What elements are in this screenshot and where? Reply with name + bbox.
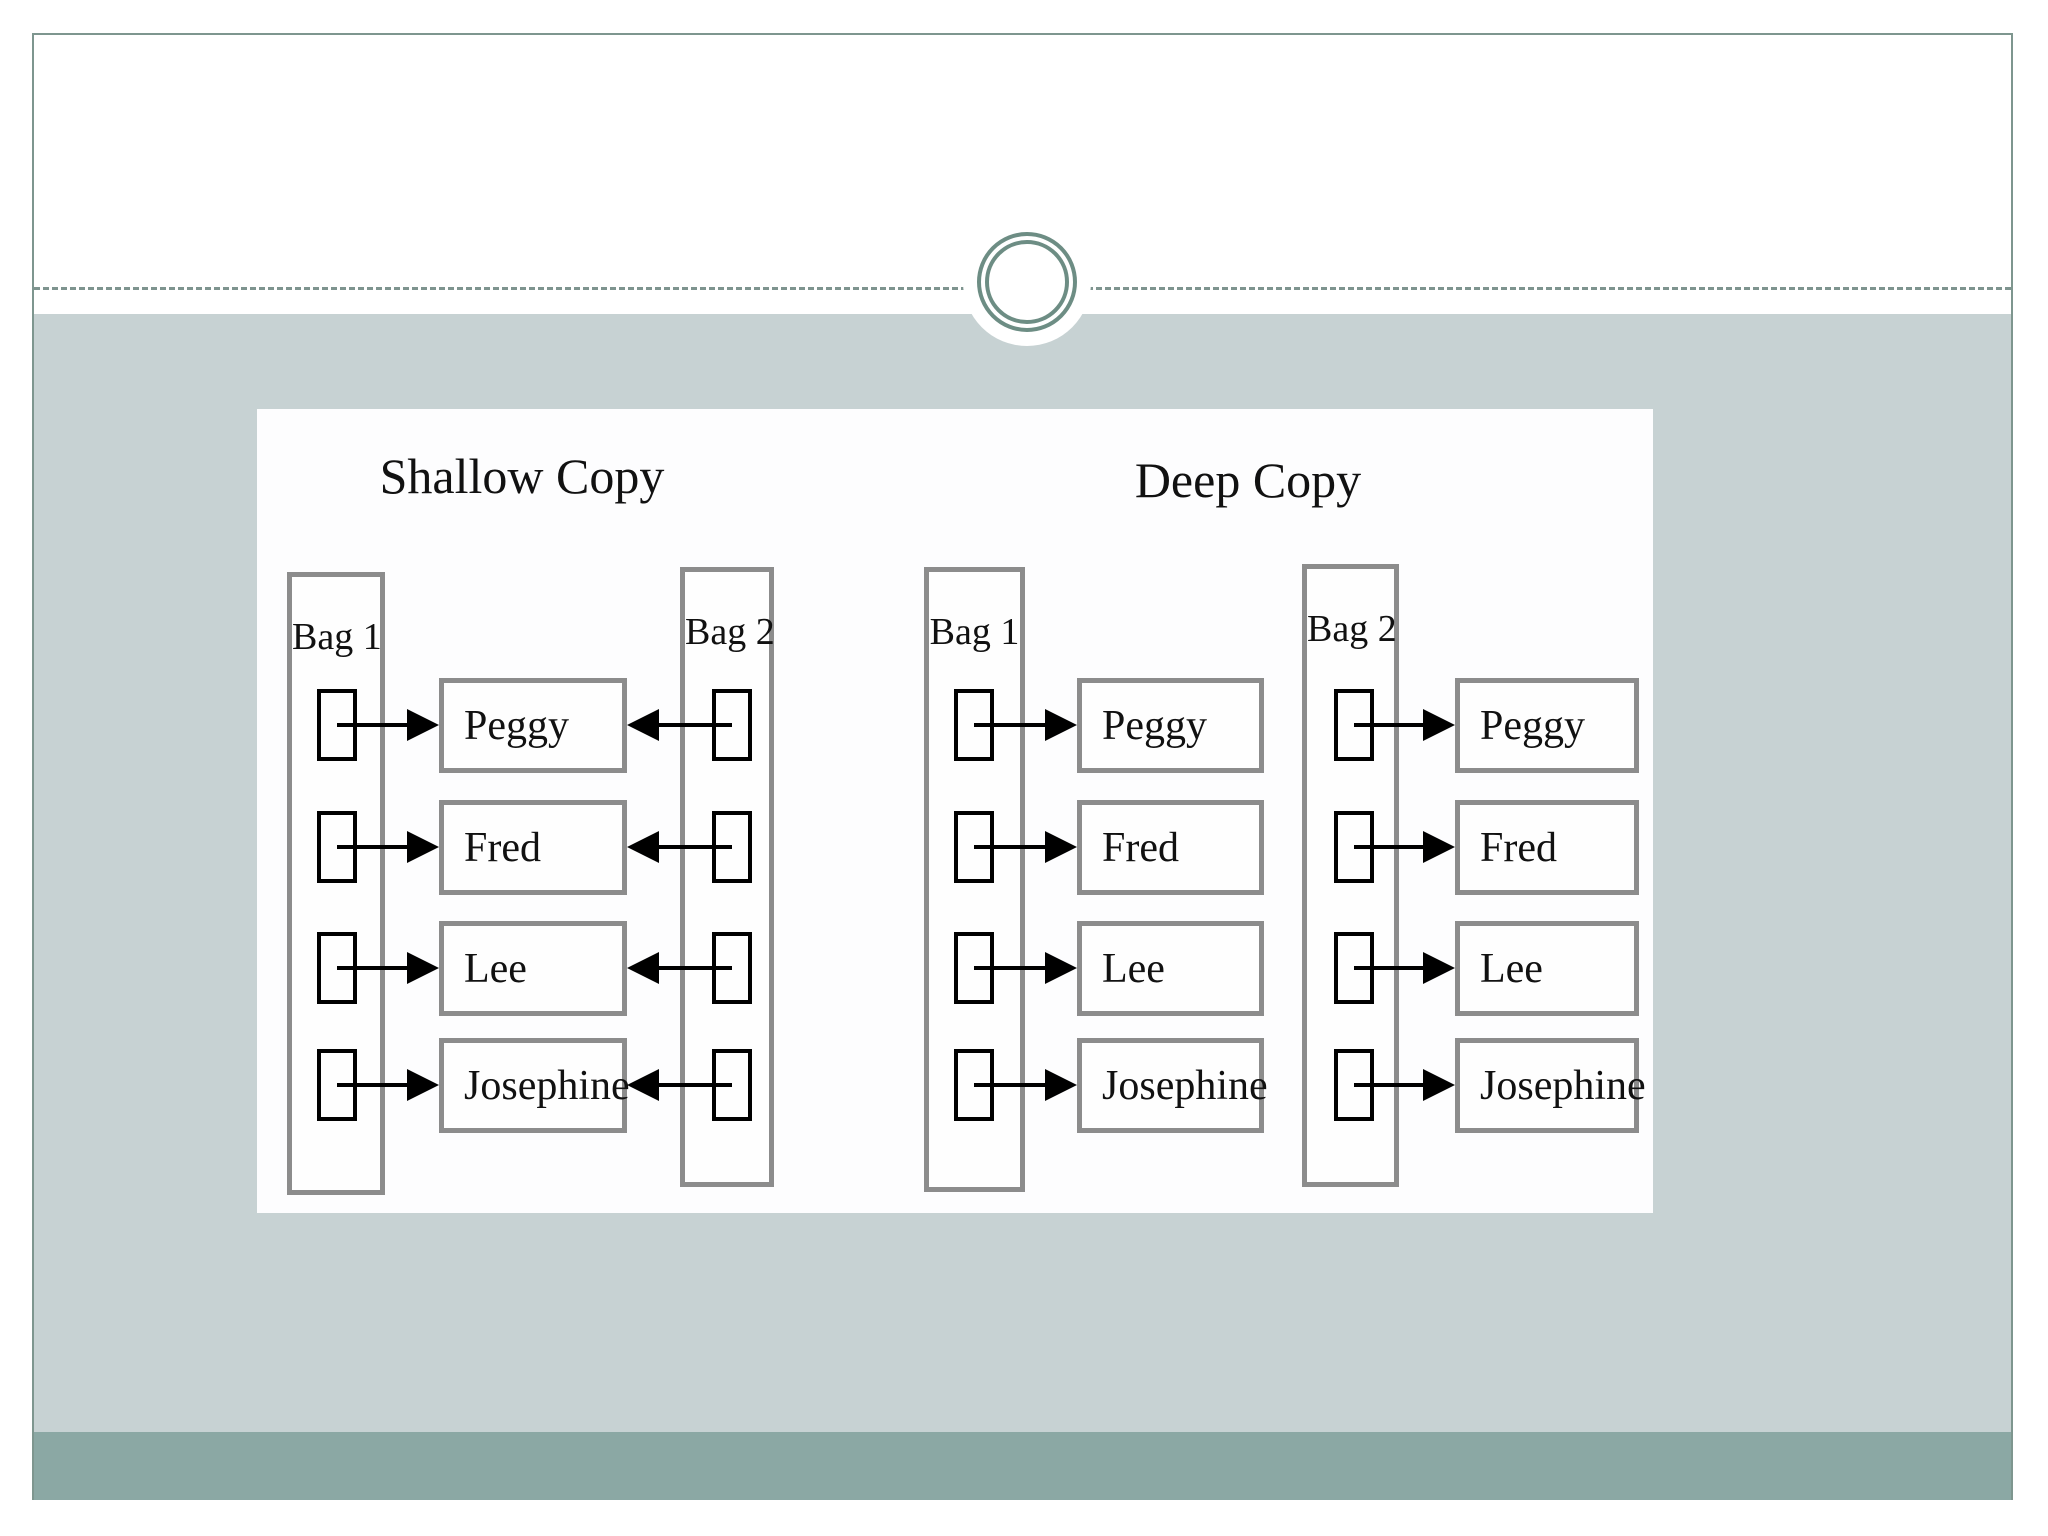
shallow-bag1-arrow-shaft [337, 723, 411, 727]
deep-copy-title: Deep Copy [1134, 452, 1362, 508]
shallow-object-box: Fred [439, 800, 627, 895]
deep-bag1-object-box-label: Josephine [1102, 1062, 1268, 1109]
shallow-object-box-label: Josephine [464, 1062, 630, 1109]
deep-bag2-arrow-shaft [1354, 966, 1427, 970]
shallow-object-box: Peggy [439, 678, 627, 773]
deep-bag2-arrow-shaft [1354, 723, 1427, 727]
deep-bag1-object-box: Fred [1077, 800, 1264, 895]
deep-bag2-object-box-label: Josephine [1480, 1062, 1646, 1109]
deep-bag2-object-box: Fred [1455, 800, 1639, 895]
shallow-object-box-label: Lee [464, 945, 527, 992]
deep-bag2-column-label: Bag 2 [1307, 608, 1397, 650]
deep-bag1-object-box-label: Peggy [1102, 702, 1207, 749]
shallow-bag2-arrow-shaft [655, 1083, 732, 1087]
deep-bag1-object-box-label: Fred [1102, 824, 1179, 871]
deep-bag2-object-box: Lee [1455, 921, 1639, 1016]
shallow-bag1-arrowhead-icon [407, 1069, 439, 1101]
deep-bag1-column-label: Bag 1 [929, 611, 1020, 653]
shallow-bag1-arrow-shaft [337, 1083, 411, 1087]
shallow-bag1-arrow-shaft [337, 966, 411, 970]
shallow-copy-title: Shallow Copy [379, 448, 665, 504]
shallow-bag2-arrowhead-icon [627, 831, 659, 863]
shallow-object-box-label: Peggy [464, 702, 569, 749]
shallow-bag1-arrowhead-icon [407, 709, 439, 741]
shallow-bag2-arrow-shaft [655, 723, 732, 727]
deep-bag2-arrowhead-icon [1423, 709, 1455, 741]
shallow-bag2-arrowhead-icon [627, 952, 659, 984]
footer-band [34, 1432, 2011, 1500]
deep-bag1-arrowhead-icon [1045, 831, 1077, 863]
deep-bag1-arrow-shaft [974, 845, 1049, 849]
shallow-object-box-label: Fred [464, 824, 541, 871]
deep-bag2-object-box-label: Peggy [1480, 702, 1585, 749]
shallow-bag1-arrow-shaft [337, 845, 411, 849]
deep-bag2-arrowhead-icon [1423, 952, 1455, 984]
deep-bag2-object-box: Josephine [1455, 1038, 1646, 1133]
deep-bag2-arrow-shaft [1354, 1083, 1427, 1087]
deep-bag1-arrow-shaft [974, 966, 1049, 970]
shallow-object-box: Lee [439, 921, 627, 1016]
deep-bag1-arrow-shaft [974, 1083, 1049, 1087]
deep-bag1-object-box: Peggy [1077, 678, 1264, 773]
deep-bag2-object-box: Peggy [1455, 678, 1639, 773]
circle-ring-inner-icon [985, 240, 1069, 324]
deep-bag2-object-box-label: Lee [1480, 945, 1543, 992]
deep-bag1-arrow-shaft [974, 723, 1049, 727]
deep-bag2-arrowhead-icon [1423, 1069, 1455, 1101]
deep-bag1-object-box: Lee [1077, 921, 1264, 1016]
deep-bag1-arrowhead-icon [1045, 709, 1077, 741]
deep-bag1-object-box: Josephine [1077, 1038, 1268, 1133]
shallow-bag2-arrowhead-icon [627, 1069, 659, 1101]
deep-bag1-arrowhead-icon [1045, 1069, 1077, 1101]
shallow-bag2-column-label: Bag 2 [685, 611, 775, 653]
shallow-bag1-arrowhead-icon [407, 952, 439, 984]
shallow-bag2-arrowhead-icon [627, 709, 659, 741]
shallow-bag2-arrow-shaft [655, 966, 732, 970]
deep-bag1-object-box-label: Lee [1102, 945, 1165, 992]
divider-circle-ornament [963, 218, 1091, 346]
deep-bag2-object-box-label: Fred [1480, 824, 1557, 871]
shallow-bag2-arrow-shaft [655, 845, 732, 849]
diagram-panel: Shallow Copy Deep Copy Bag 1 Bag 2 Bag 1 Ba… [257, 409, 1653, 1213]
deep-bag2-arrowhead-icon [1423, 831, 1455, 863]
shallow-bag1-column-label: Bag 1 [292, 616, 382, 658]
circle-ring-outer-icon [977, 232, 1077, 332]
deep-bag1-arrowhead-icon [1045, 952, 1077, 984]
shallow-bag1-arrowhead-icon [407, 831, 439, 863]
deep-bag2-arrow-shaft [1354, 845, 1427, 849]
slide: Shallow Copy Deep Copy Bag 1 Bag 2 Bag 1 Ba… [32, 33, 2013, 1500]
shallow-object-box: Josephine [439, 1038, 630, 1133]
